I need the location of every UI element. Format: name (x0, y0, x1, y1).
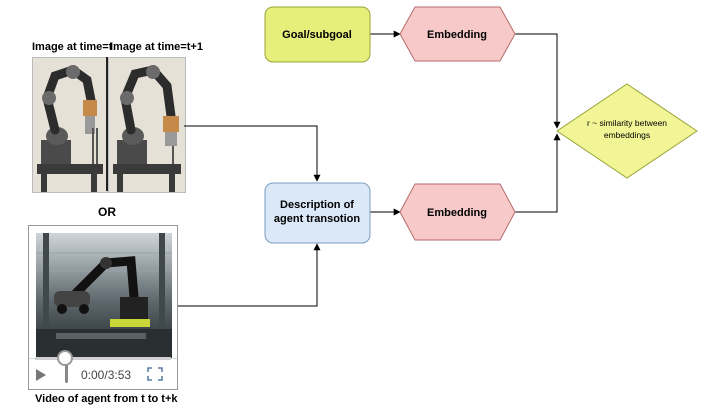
time-display: 0:00/3:53 (81, 368, 132, 382)
video-caption: Video of agent from t to t+k (35, 393, 178, 405)
description-line1: Description of (280, 199, 354, 211)
goal-node: Goal/subgoal (264, 6, 371, 63)
frame-t1-label: Image at time=t+1 (110, 41, 203, 53)
description-node: Description of agent transotion (264, 182, 371, 244)
goal-label: Goal/subgoal (282, 29, 352, 41)
embedding-top-node: Embedding (399, 6, 516, 62)
reward-node: r ~ similarity between embeddings (556, 83, 698, 179)
edge-embedding-bottom-to-reward (515, 133, 561, 213)
or-label: OR (98, 205, 116, 219)
play-icon[interactable] (35, 369, 47, 381)
video-frame (36, 233, 172, 359)
edge-video-to-description (178, 243, 321, 307)
frame-t-label: Image at time=t (32, 41, 113, 53)
edge-frames-to-description (184, 125, 321, 182)
frame-divider (106, 57, 108, 191)
frame-t-image (32, 57, 108, 193)
video-player[interactable]: 0:00/3:53 (28, 225, 178, 390)
embedding-bottom-label: Embedding (427, 207, 487, 219)
connectors (178, 30, 561, 307)
reward-line1: r ~ similarity between (587, 118, 667, 128)
fullscreen-icon[interactable] (147, 367, 163, 381)
edge-embedding-top-to-reward (515, 33, 561, 129)
embedding-top-label: Embedding (427, 29, 487, 41)
embedding-bottom-node: Embedding (399, 183, 516, 241)
video-controls: 0:00/3:53 (29, 350, 177, 389)
frame-t1-image (108, 57, 186, 193)
volume-slider[interactable] (65, 365, 68, 383)
reward-line2: embeddings (604, 130, 650, 140)
progress-bar[interactable] (35, 357, 171, 360)
description-line2: agent transotion (274, 213, 360, 225)
